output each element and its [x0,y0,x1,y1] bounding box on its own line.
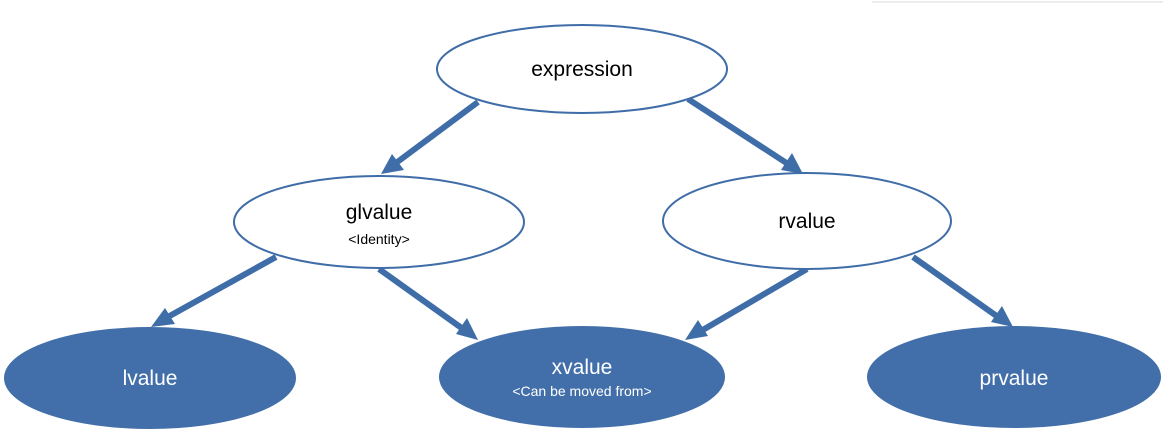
node-glvalue: glvalue <Identity> [233,175,525,269]
node-shape [439,326,725,428]
node-label: rvalue [778,210,835,233]
edge-line [377,266,465,332]
arrowhead-icon [381,154,404,174]
edge-glvalue-to-lvalue [151,254,278,327]
node-shape [233,175,525,269]
node-label: expression [531,58,633,81]
node-xvalue: xvalue <Can be moved from> [439,326,725,428]
node-label: glvalue [346,201,413,224]
edge-expression-to-glvalue [381,99,480,174]
edge-line [911,254,1000,320]
node-rvalue: rvalue [662,172,952,270]
arrowhead-icon [456,318,478,340]
node-expression: expression [436,24,728,114]
node-label: xvalue [552,356,613,379]
node-label: prvalue [980,367,1049,390]
arrowhead-icon [151,308,175,327]
node-label: lvalue [123,367,178,390]
arrowhead-icon [991,306,1013,327]
edge-line [394,99,480,166]
node-lvalue: lvalue [4,327,296,429]
node-shape [662,172,952,270]
node-shape [867,326,1161,428]
arrowhead-icon [685,320,708,340]
edge-rvalue-to-xvalue [685,266,809,340]
node-sublabel: <Can be moved from> [512,383,651,399]
node-shape [4,327,296,429]
edge-rvalue-to-prvalue [911,254,1013,327]
edge-line [686,96,790,167]
arrowhead-icon [781,153,803,174]
node-shape [436,24,728,114]
edge-line [164,254,278,321]
edge-line [699,266,809,334]
edge-glvalue-to-xvalue [377,266,478,340]
node-prvalue: prvalue [867,326,1161,428]
edge-expression-to-rvalue [686,96,803,174]
node-sublabel: <Identity> [348,231,410,247]
